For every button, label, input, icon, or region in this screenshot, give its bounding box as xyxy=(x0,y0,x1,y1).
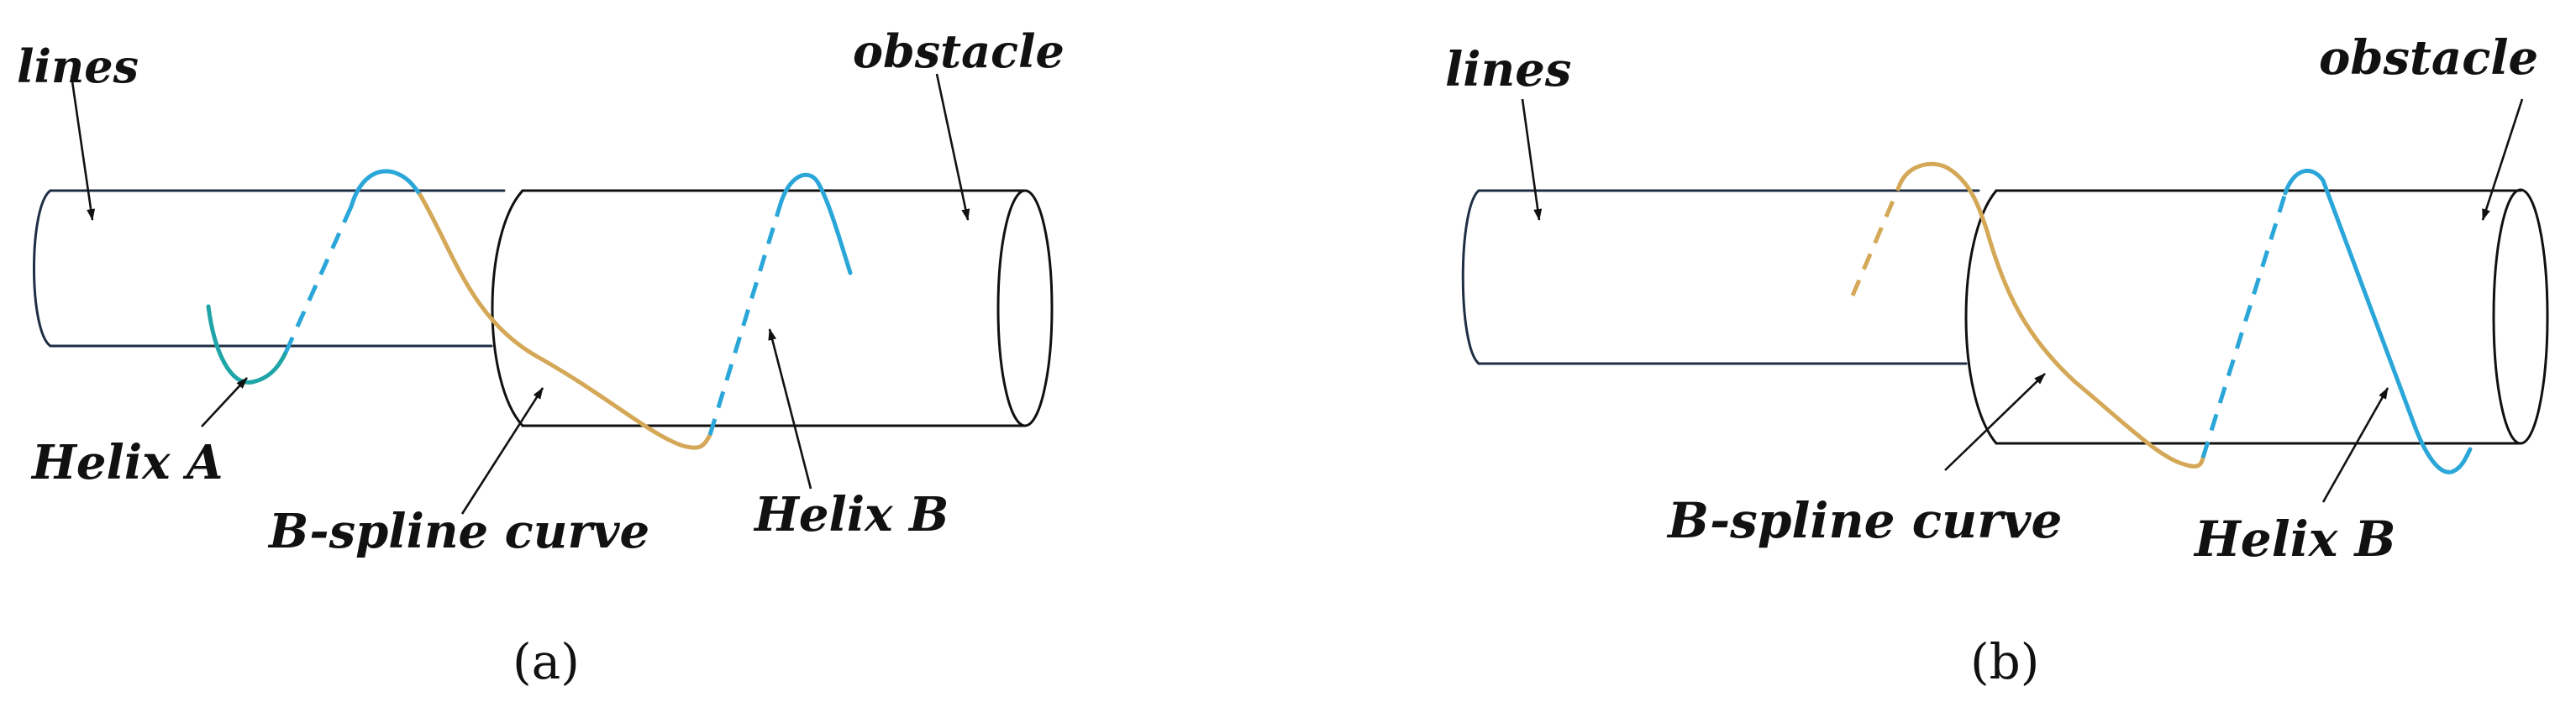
obstacle-cylinder-b xyxy=(1964,188,2549,445)
label-helix-b-b: Helix B xyxy=(2193,511,2396,568)
label-helix-a: Helix A xyxy=(30,435,223,490)
panel-b: lines obstacle B-spline curve Helix B (b… xyxy=(1445,30,2549,690)
helix-a-curve xyxy=(206,169,423,385)
lines-cylinder-a xyxy=(33,189,506,348)
helix-b-curve-a xyxy=(707,172,853,436)
arrow-lines-a xyxy=(70,75,96,221)
arrow-helix-b-a xyxy=(768,328,812,490)
caption-a: (a) xyxy=(513,633,580,690)
panel-a: lines obstacle Helix A B-spline curve He… xyxy=(17,24,1065,690)
arrow-helix-a xyxy=(201,377,248,427)
arrow-b-spline-a xyxy=(460,387,544,515)
label-helix-b-a: Helix B xyxy=(753,487,949,542)
lines-cylinder-b xyxy=(1461,189,1980,365)
obstacle-cylinder-a xyxy=(491,189,1054,427)
label-b-spline-b: B-spline curve xyxy=(1666,492,2062,549)
arrow-b-spline-b xyxy=(1944,373,2046,471)
arrow-obstacle-b xyxy=(2481,98,2524,221)
arrow-obstacle-a xyxy=(935,73,970,221)
b-spline-curve-b xyxy=(1850,161,2205,469)
arrow-lines-b xyxy=(1521,98,1543,221)
label-lines-b: lines xyxy=(1445,42,1571,97)
b-spline-curve-a xyxy=(418,192,712,450)
label-lines-a: lines xyxy=(17,39,139,93)
label-obstacle-a: obstacle xyxy=(853,24,1065,78)
arrow-helix-b-b xyxy=(2321,387,2389,503)
helix-b-curve-b xyxy=(2200,169,2473,474)
caption-b: (b) xyxy=(1970,633,2039,690)
label-obstacle-b: obstacle xyxy=(2319,30,2538,86)
label-b-spline-a: B-spline curve xyxy=(267,504,649,559)
